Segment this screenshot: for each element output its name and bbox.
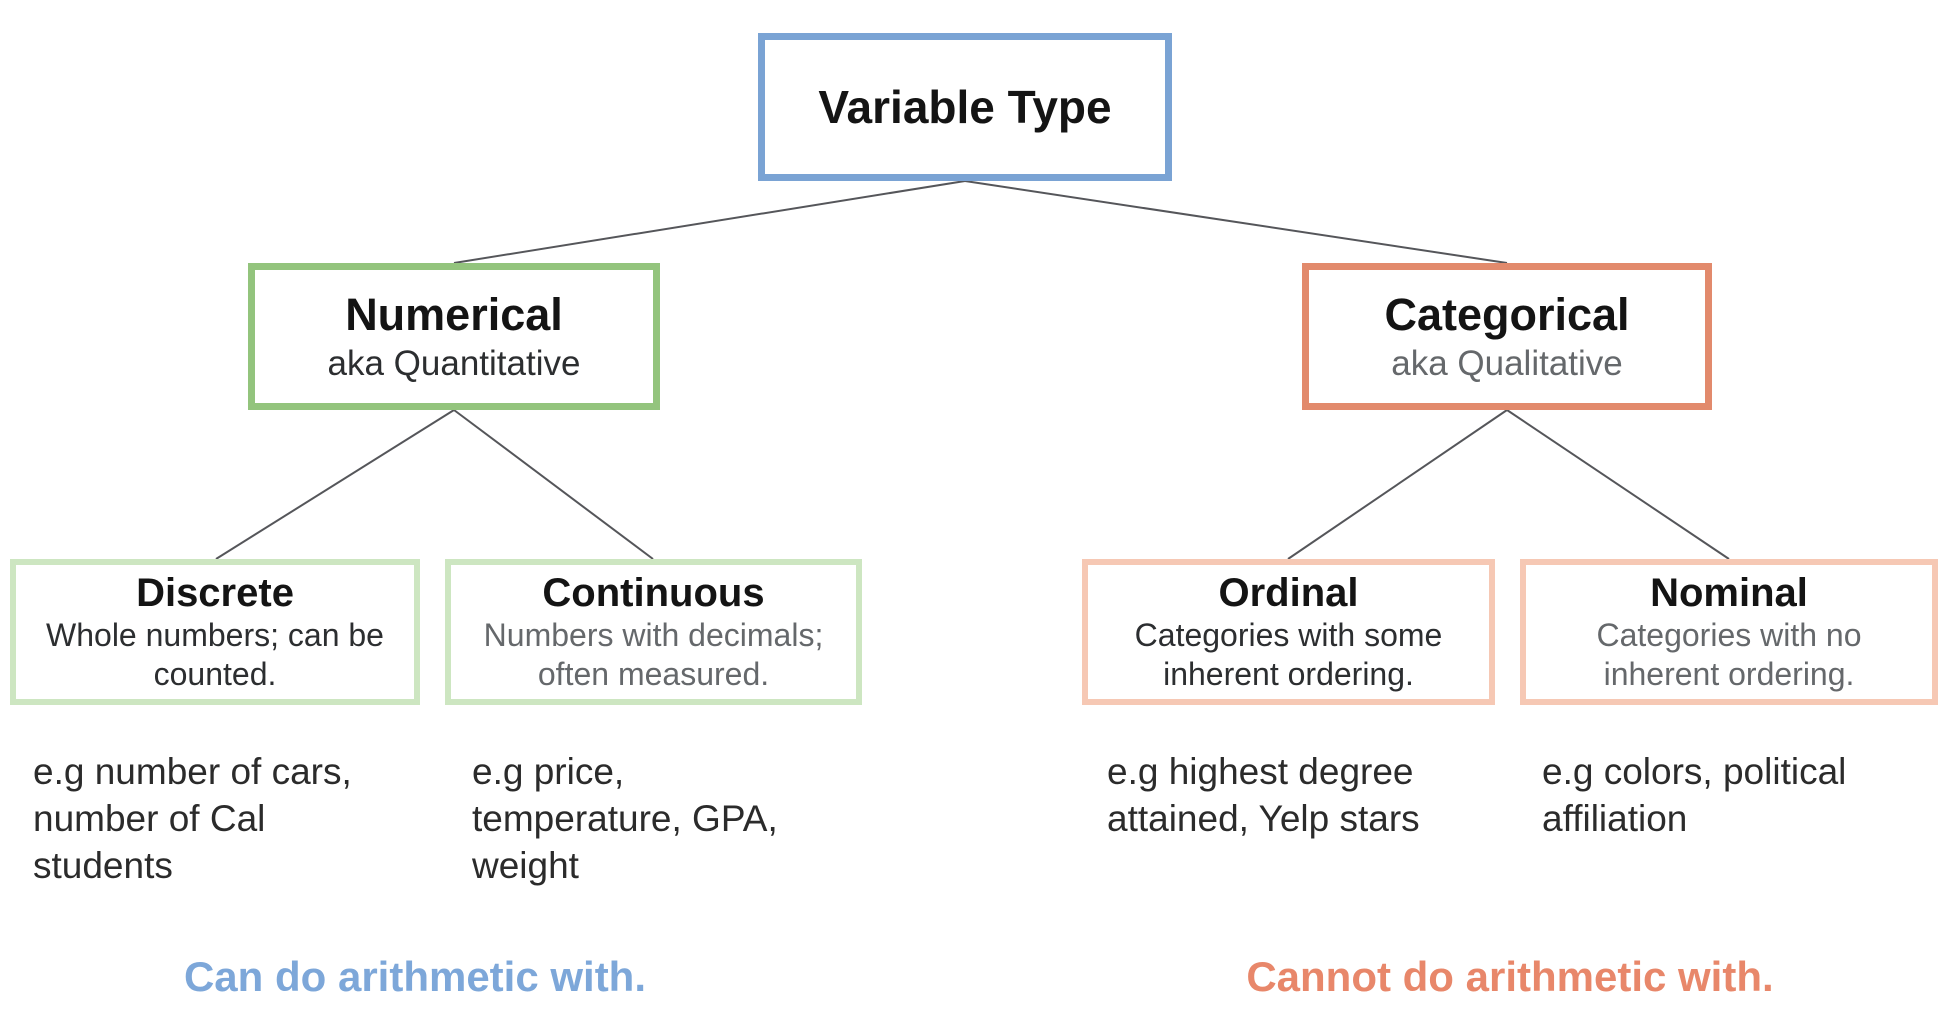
continuous-examples: e.g price, temperature, GPA, weight [472,751,778,886]
edge-categorical-to-ordinal [1287,409,1508,560]
node-numerical-title: Numerical [345,288,563,340]
edge-root-to-categorical [964,180,1508,264]
node-numerical-subtitle: aka Quantitative [327,343,581,383]
nominal-examples: e.g colors, political affiliation [1542,751,1847,839]
ordinal-examples: e.g highest degree attained, Yelp stars [1107,751,1420,839]
node-categorical-subtitle: aka Qualitative [1391,343,1623,383]
node-continuous: Continuous Numbers with decimals; often … [445,559,862,705]
edge-numerical-to-continuous [453,409,654,560]
node-categorical-title: Categorical [1384,288,1630,340]
node-categorical: Categorical aka Qualitative [1302,263,1712,410]
node-nominal: Nominal Categories with no inherent orde… [1520,559,1938,705]
numerical-footer-note: Can do arithmetic with. [183,953,647,1000]
node-discrete-subtitle: Whole numbers; can be counted. [46,617,384,692]
node-numerical: Numerical aka Quantitative [248,263,660,410]
node-nominal-title: Nominal [1650,571,1808,615]
edge-categorical-to-nominal [1506,409,1730,560]
node-ordinal-subtitle: Categories with some inherent ordering. [1134,617,1443,692]
node-continuous-title: Continuous [542,571,765,615]
discrete-examples: e.g number of cars, number of Cal studen… [33,751,352,886]
categorical-footer-note: Cannot do arithmetic with. [1246,953,1774,1000]
node-nominal-subtitle: Categories with no inherent ordering. [1596,617,1862,692]
node-ordinal-title: Ordinal [1218,571,1359,615]
edge-root-to-numerical [453,180,966,264]
node-variable-type-title: Variable Type [818,81,1112,133]
edge-numerical-to-discrete [215,409,455,560]
node-continuous-subtitle: Numbers with decimals; often measured. [483,617,824,692]
node-ordinal: Ordinal Categories with some inherent or… [1082,559,1495,705]
node-discrete-title: Discrete [136,571,294,615]
node-variable-type: Variable Type [758,33,1172,181]
node-discrete: Discrete Whole numbers; can be counted. [10,559,420,705]
